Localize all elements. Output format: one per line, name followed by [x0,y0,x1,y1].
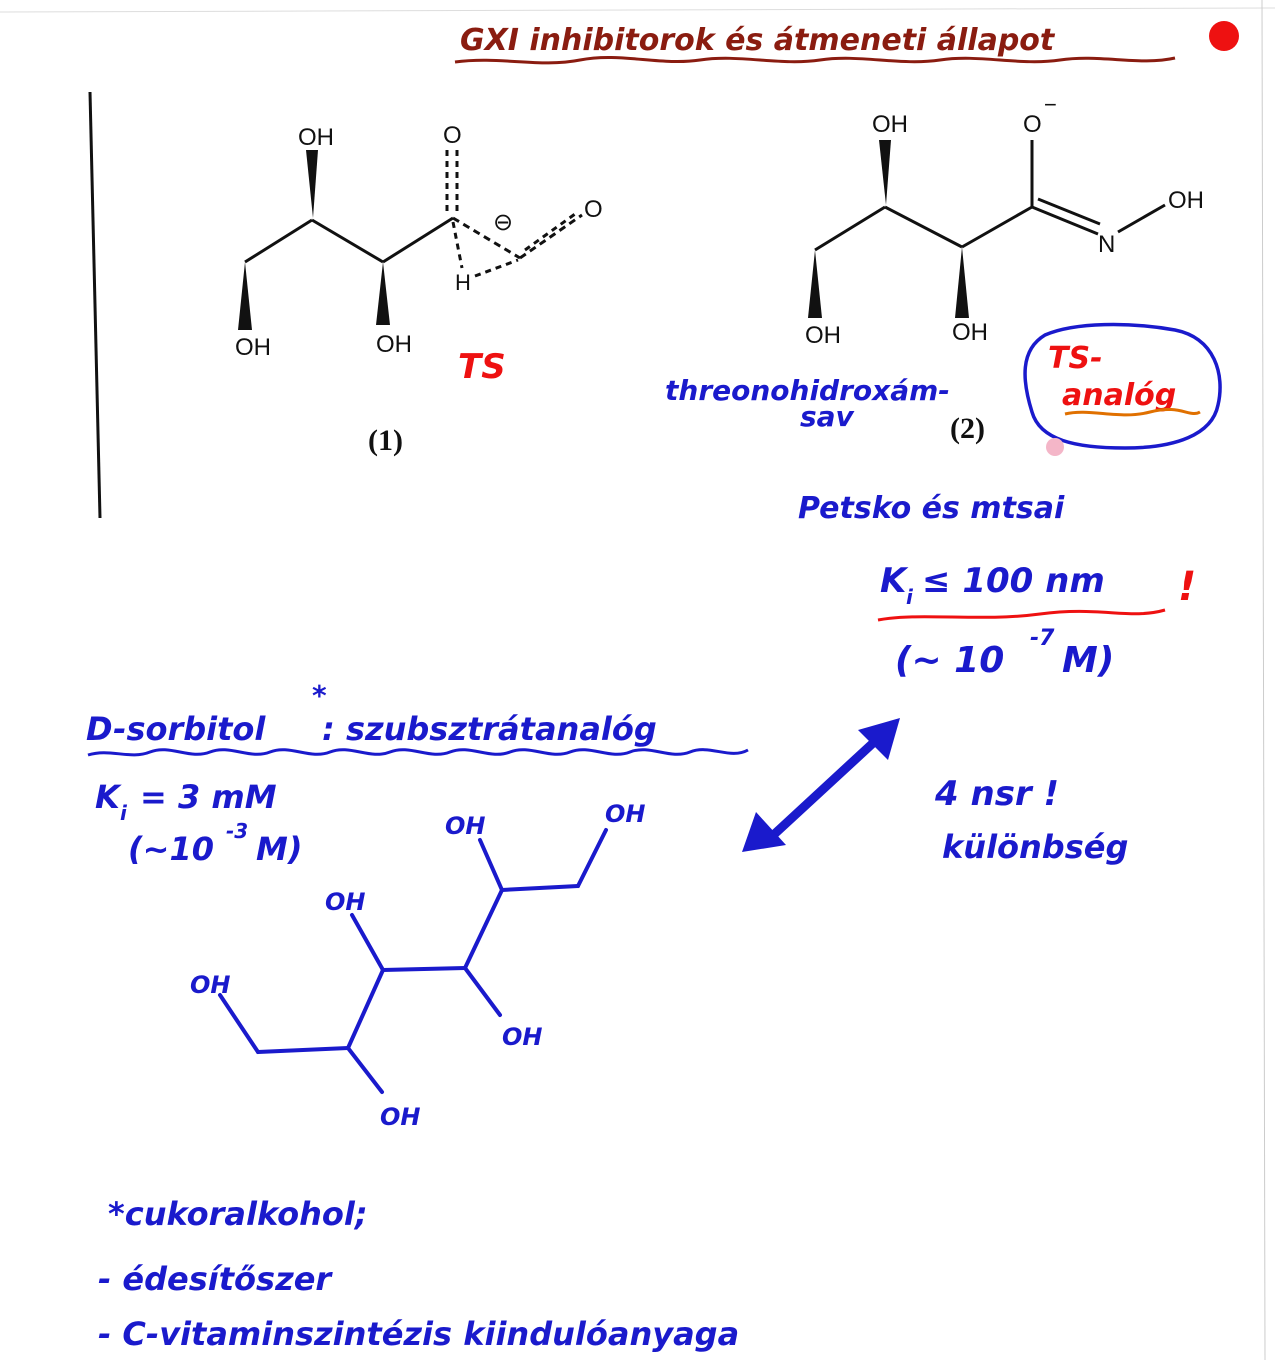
sorbitol-ki-sub: i [120,801,128,825]
s2-oh-top: OH [872,111,908,138]
difference-line1: 4 nsr ! [934,774,1059,814]
s2-n: N [1098,231,1115,258]
page-title: GXI inhibitorok és átmeneti állapot [460,23,1056,58]
sorbitol-oh-1: OH [190,971,231,999]
top-edge-line [0,7,1275,13]
wedge-bold-1b [376,262,390,325]
s2-minus: − [1044,92,1057,117]
petsko-molar-exp: -7 [1030,626,1055,651]
s1-oh-top: OH [298,124,334,151]
structure-1-ts [244,150,583,278]
footnote-line2: - édesítőszer [98,1260,333,1298]
sorbitol-molar-close: M) [256,830,302,868]
comparison-arrow-head-bottom [742,812,786,852]
wedge-bold-2b [955,247,969,318]
sorbitol-star: * [312,679,327,712]
wedge-bold-1a [238,262,252,330]
ts-analog-line1: TS- [1048,341,1103,376]
structure-2 [814,140,1166,252]
sorbitol-structure [218,828,608,1094]
petsko-molar-open: (~ 10 [895,640,1004,681]
footnote-line1: *cukoralkohol; [108,1195,368,1233]
difference-line2: különbség [942,828,1128,866]
petsko-molar-close: M) [1062,640,1114,681]
sorbitol-title: D-sorbitol [86,710,266,748]
s2-oh-left: OH [805,322,841,349]
sorbitol-underline [87,748,749,757]
red-dot [1209,21,1239,51]
s1-o-top: O [443,122,462,149]
s2-oh-bottom: OH [952,319,988,346]
ts-analog-underline [1064,407,1201,417]
s2-oh-right: OH [1168,187,1204,214]
wedge-bold-2a [808,250,822,318]
s1-oh-left: OH [235,334,271,361]
s1-oh-bottom: OH [376,331,412,358]
sorbitol-ki-symbol: K [95,778,122,816]
s2-name-line1: threonohidroxám- [665,374,950,407]
sorbitol-ki-value: = 3 mM [140,778,277,816]
sorbitol-molar-exp: -3 [226,819,248,843]
comparison-arrow-head-top [858,718,900,760]
petsko-label: Petsko és mtsai [798,491,1065,526]
pink-smudge [1046,438,1064,456]
sorbitol-oh-4: OH [605,800,646,828]
left-margin-line [88,91,102,519]
comparison-arrow-shaft [763,727,890,845]
s1-h: H [455,270,471,295]
s1-charge: ⊖ [493,209,513,236]
sorbitol-oh-6: OH [380,1103,421,1131]
wedge-hash-1 [306,150,318,218]
sorbitol-oh-3: OH [445,812,486,840]
petsko-ki-symbol: K [880,561,909,601]
ts-analog-line2: analóg [1062,378,1176,413]
petsko-ki-underline [877,608,1166,622]
ts-analog-bubble [1023,322,1222,450]
structure-1-number: (1) [368,424,403,457]
petsko-ki-sub: i [906,585,914,609]
right-edge-line [1261,0,1266,1360]
sorbitol-oh-2: OH [325,888,366,916]
petsko-exclaim: ! [1178,564,1196,610]
sorbitol-molar-open: (~10 [128,830,214,868]
wedge-hash-2 [879,140,891,205]
petsko-ki-value: ≤ 100 nm [922,561,1105,601]
title-underline [454,55,1176,65]
s2-o-minus: O [1023,111,1042,138]
sorbitol-subtitle: : szubsztrátanalóg [322,710,657,748]
sorbitol-oh-5: OH [502,1023,543,1051]
footnote-line3: - C-vitaminszintézis kiindulóanyaga [98,1315,739,1353]
s1-o-right: O [584,196,603,223]
s2-name-line2: sav [800,400,855,433]
structure-2-number: (2) [950,412,985,445]
ts-label: TS [458,347,506,387]
